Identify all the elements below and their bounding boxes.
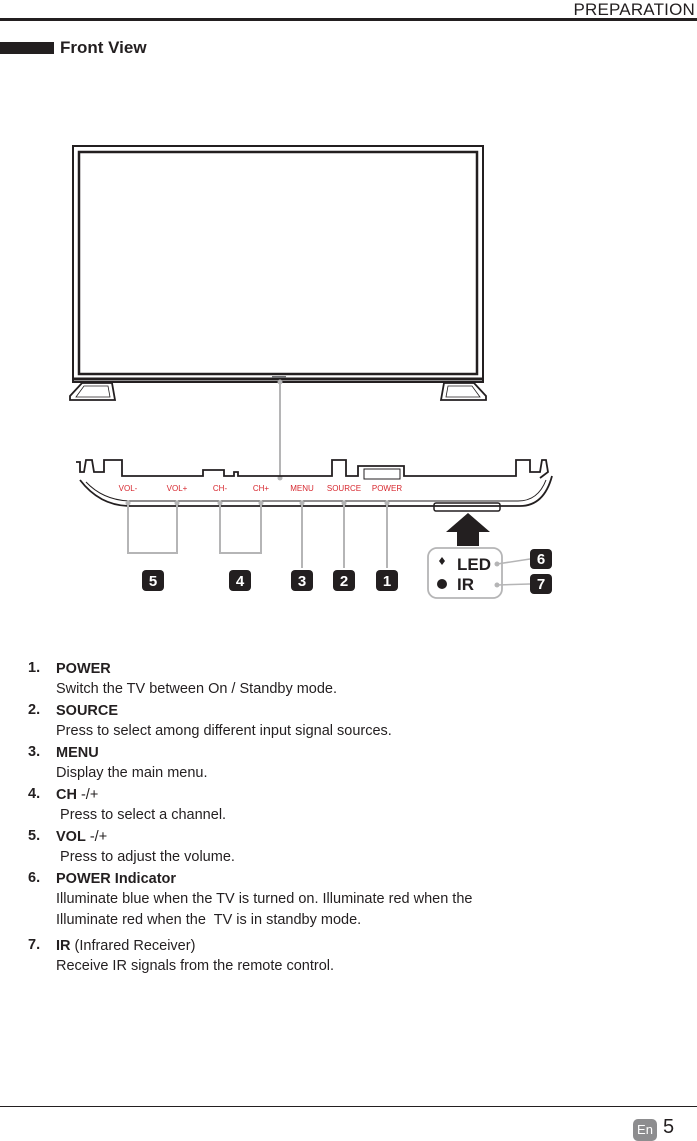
item-description: Press to select a channel. [56,807,227,823]
svg-text:2: 2 [340,573,348,590]
list-item: 2. SOURCE Press to select among differen… [28,702,628,742]
item-description: Illuminate red when the TV is in standby… [56,912,362,928]
item-number: 5. [28,828,41,844]
item-description: Press to select among different input si… [56,723,392,739]
item-number: 1. [28,660,41,676]
list-item: 5. VOL -/+ Press to adjust the volume. [28,828,628,868]
svg-text:1: 1 [383,573,391,590]
svg-text:4: 4 [236,573,245,590]
list-item: 7. IR (Infrared Receiver) Receive IR sig… [28,937,628,977]
tv-front-diagram: VOL- VOL+ CH- CH+ MENU SOURCE POWER 5 4 … [69,145,553,599]
item-description: Switch the TV between On / Standby mode. [56,681,338,697]
item-suffix: (Infrared Receiver) [70,938,196,954]
page-number: 5 [663,1116,675,1138]
footer-rule [0,1106,697,1107]
button-panel: VOL- VOL+ CH- CH+ MENU SOURCE POWER [76,459,553,512]
btn-label-ch-minus: CH- [213,484,228,493]
item-description: Receive IR signals from the remote contr… [56,958,335,974]
item-title: MENU [56,745,99,761]
btn-label-source: SOURCE [327,484,361,493]
item-title: IR [56,938,71,954]
item-title: SOURCE [56,703,119,719]
btn-label-menu: MENU [290,484,314,493]
item-suffix: -/+ [85,829,108,845]
page-title: Front View [60,38,147,57]
item-number: 4. [28,786,41,802]
item-number: 7. [28,937,41,953]
item-description: Display the main menu. [56,765,208,781]
btn-label-ch-plus: CH+ [253,484,270,493]
item-title: POWER Indicator [56,871,177,887]
callout-3: 3 [291,570,313,591]
list-item: 3. MENU Display the main menu. [28,744,628,784]
language-badge: En [633,1119,657,1141]
item-number: 3. [28,744,41,760]
list-item: 6. POWER Indicator Illuminate blue when … [28,870,628,931]
list-item: 4. CH -/+ Press to select a channel. [28,786,628,826]
section-label: PREPARATION [573,0,695,19]
btn-label-power: POWER [372,484,402,493]
title-bar [0,42,54,54]
callout-4: 4 [229,570,251,591]
control-descriptions: 1. POWER Switch the TV between On / Stan… [28,660,628,977]
up-arrow-icon [446,513,490,546]
indicator-box: LED IR [427,547,531,599]
tv-illustration [69,145,487,401]
svg-text:6: 6 [537,551,545,568]
list-item: 1. POWER Switch the TV between On / Stan… [28,660,628,700]
item-suffix: -/+ [76,787,99,803]
btn-label-vol-plus: VOL+ [167,484,188,493]
callout-6: 6 [530,549,552,569]
leader-lines [127,503,388,568]
item-title: VOL [56,829,86,845]
item-description: Press to adjust the volume. [56,849,235,865]
svg-text:3: 3 [298,573,306,590]
callout-5: 5 [142,570,164,591]
header-rule [0,18,697,21]
svg-text:5: 5 [149,573,157,590]
callout-2: 2 [333,570,355,591]
callout-7: 7 [530,574,552,594]
item-description: Illuminate blue when the TV is turned on… [56,891,473,907]
item-number: 2. [28,702,41,718]
led-label: LED [457,555,491,574]
item-title: CH [56,787,77,803]
item-title: POWER [56,661,111,677]
ir-label: IR [457,575,474,594]
btn-label-vol-minus: VOL- [119,484,138,493]
item-number: 6. [28,870,41,886]
callout-1: 1 [376,570,398,591]
svg-text:7: 7 [537,576,545,593]
